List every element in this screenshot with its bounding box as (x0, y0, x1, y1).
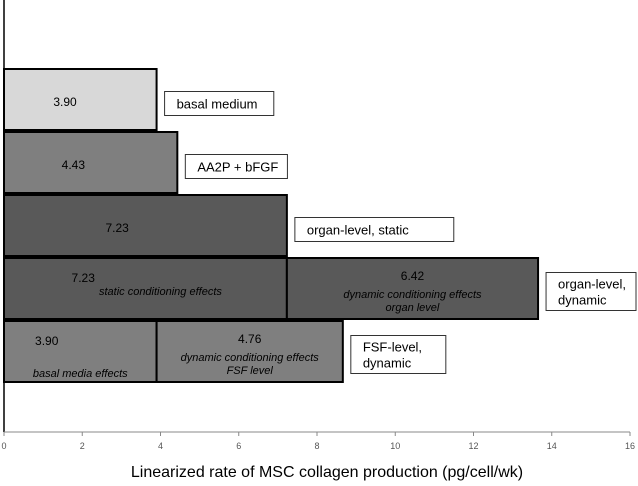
x-tick-label: 4 (158, 441, 163, 451)
bar-annotation: FSF level (227, 365, 274, 377)
category-label-box (545, 272, 637, 311)
bar-segment (155, 320, 344, 383)
category-label-box (164, 91, 275, 116)
category-label-text: organ-level,dynamic (558, 277, 626, 308)
x-tick-label: 12 (468, 441, 478, 451)
x-tick-label: 16 (625, 441, 635, 451)
category-label: FSF-level,dynamic (350, 335, 447, 374)
x-axis: 0 2 4 6 8 10 12 14 16 (1, 0, 635, 451)
category-label-text: basal medium (177, 97, 258, 112)
category-label-text: AA2P + bFGF (197, 160, 278, 175)
bar-annotation: dynamic conditioning effects (343, 289, 482, 301)
bar-segment (3, 194, 288, 257)
bar-value-label: 6.42 (401, 269, 425, 283)
bar-annotation: basal media effects (33, 368, 128, 380)
bar-value-label: 7.23 (72, 271, 96, 285)
x-tick-label: 0 (1, 441, 6, 451)
x-tick-label: 14 (547, 441, 557, 451)
bar-annotation: static conditioning effects (99, 286, 222, 298)
bar-annotation: organ level (386, 302, 440, 314)
bar-segment (3, 320, 158, 383)
category-label-text: FSF-level,dynamic (363, 340, 422, 371)
category-label: organ-level,dynamic (545, 272, 637, 311)
bar-segment (3, 131, 179, 194)
bar-annotation: dynamic conditioning effects (181, 352, 320, 364)
bar-value-label: 3.90 (53, 95, 77, 109)
bar-value-label: 4.43 (62, 158, 86, 172)
category-label-text: organ-level, static (307, 223, 409, 238)
plot-area: 3.90 basal medium 4.43 AA2P + bFGF 7.23 organ… (3, 68, 637, 383)
x-tick-label: 6 (236, 441, 241, 451)
x-tick-label: 10 (390, 441, 400, 451)
category-label-box (184, 154, 288, 179)
bar-value-label: 7.23 (105, 221, 129, 235)
x-tick-label: 2 (80, 441, 85, 451)
x-tick-label: 8 (314, 441, 319, 451)
category-label: organ-level, static (294, 217, 455, 242)
category-label: basal medium (164, 91, 275, 116)
category-label-box (350, 335, 447, 374)
bar-segment (285, 257, 540, 320)
category-label-box (294, 217, 455, 242)
bar-value-label: 4.76 (238, 332, 262, 346)
x-axis-title: Linearized rate of MSC collagen producti… (131, 464, 523, 481)
bar-segment (3, 68, 158, 131)
bar-value-label: 3.90 (35, 334, 59, 348)
category-label: AA2P + bFGF (184, 154, 288, 179)
